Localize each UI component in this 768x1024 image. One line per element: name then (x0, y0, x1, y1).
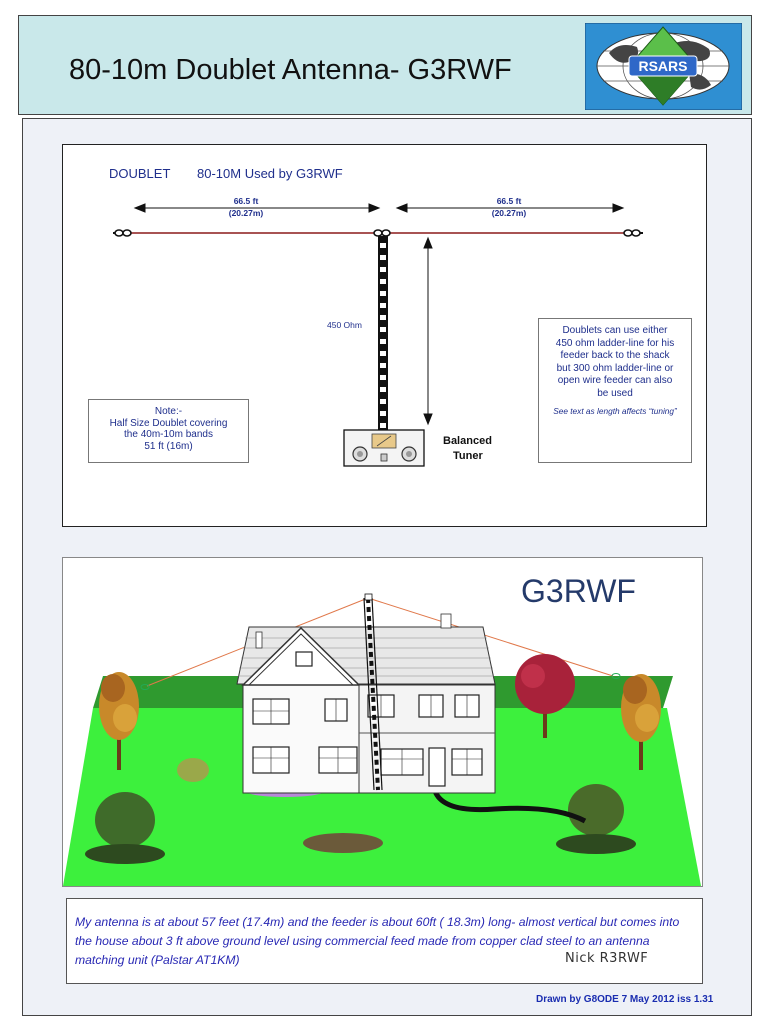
note-box-line: Note:- (154, 406, 183, 417)
logo-text: RSARS (638, 58, 687, 74)
note-box-line: Half Size Doublet covering (109, 417, 228, 429)
bush-right (556, 784, 636, 854)
info-box-line: be used (597, 387, 633, 399)
signature: Nick R3RWF (565, 951, 649, 966)
tree-left (99, 672, 139, 770)
tuner-label-line2: Tuner (453, 450, 483, 462)
feeder-cable (432, 789, 587, 824)
feeder-impedance-label: 450 Ohm (327, 320, 362, 330)
shrub-small (177, 758, 209, 782)
header-banner: 80-10m Doublet Antenna- G3RWF RSARS (18, 15, 752, 115)
left-length-m: (20.27m) (229, 208, 264, 218)
info-box-line: Doublets can use either (562, 325, 668, 336)
right-length-ft: 66.5 ft (497, 196, 522, 206)
feeder-info-box: Doublets can use either 450 ohm ladder-l… (538, 318, 692, 463)
right-length-m: (20.27m) (492, 208, 527, 218)
description-note: My antenna is at about 57 feet (17.4m) a… (66, 898, 703, 984)
page-title: 80-10m Doublet Antenna- G3RWF (69, 54, 512, 86)
tuner-label-line1: Balanced (443, 435, 492, 447)
ladder-feeder-drawing (363, 593, 383, 791)
info-box-line: but 300 ohm ladder-line or (556, 362, 674, 374)
rsars-logo: RSARS (585, 23, 742, 110)
footer-credit: Drawn by G8ODE 7 May 2012 iss 1.31 (536, 994, 714, 1005)
note-box-line: the 40m-10m bands (124, 429, 213, 440)
info-box-line: 450 ohm ladder-line for his (555, 337, 675, 349)
callsign-title: G3RWF (521, 573, 636, 609)
note-box-line: 51 ft (16m) (144, 440, 193, 452)
insulator-icon (140, 673, 621, 690)
diagram-title-left: DOUBLET (109, 166, 170, 181)
lawn (63, 708, 701, 886)
info-box-tuning-note: See text as length affects “tuning” (553, 406, 677, 416)
info-box-line: feeder back to the shack (560, 350, 670, 361)
ladder-line-feeder (378, 236, 388, 431)
tree-red (515, 654, 575, 738)
doublet-diagram: DOUBLET 80-10M Used by G3RWF 66.5 ft (20… (62, 144, 707, 527)
bush-left (85, 792, 165, 864)
description-text: My antenna is at about 57 feet (17.4m) a… (75, 915, 680, 967)
diagram-title-right: 80-10M Used by G3RWF (197, 166, 343, 181)
house (236, 613, 496, 794)
house-illustration: G3RWF (62, 557, 703, 887)
tree-right (621, 674, 661, 770)
half-size-note-box: Note:- Half Size Doublet covering the 40… (88, 399, 249, 463)
info-box-line: open wire feeder can also (557, 375, 673, 386)
insulator-icon (114, 229, 641, 237)
balanced-tuner (343, 429, 425, 467)
left-length-ft: 66.5 ft (234, 196, 259, 206)
